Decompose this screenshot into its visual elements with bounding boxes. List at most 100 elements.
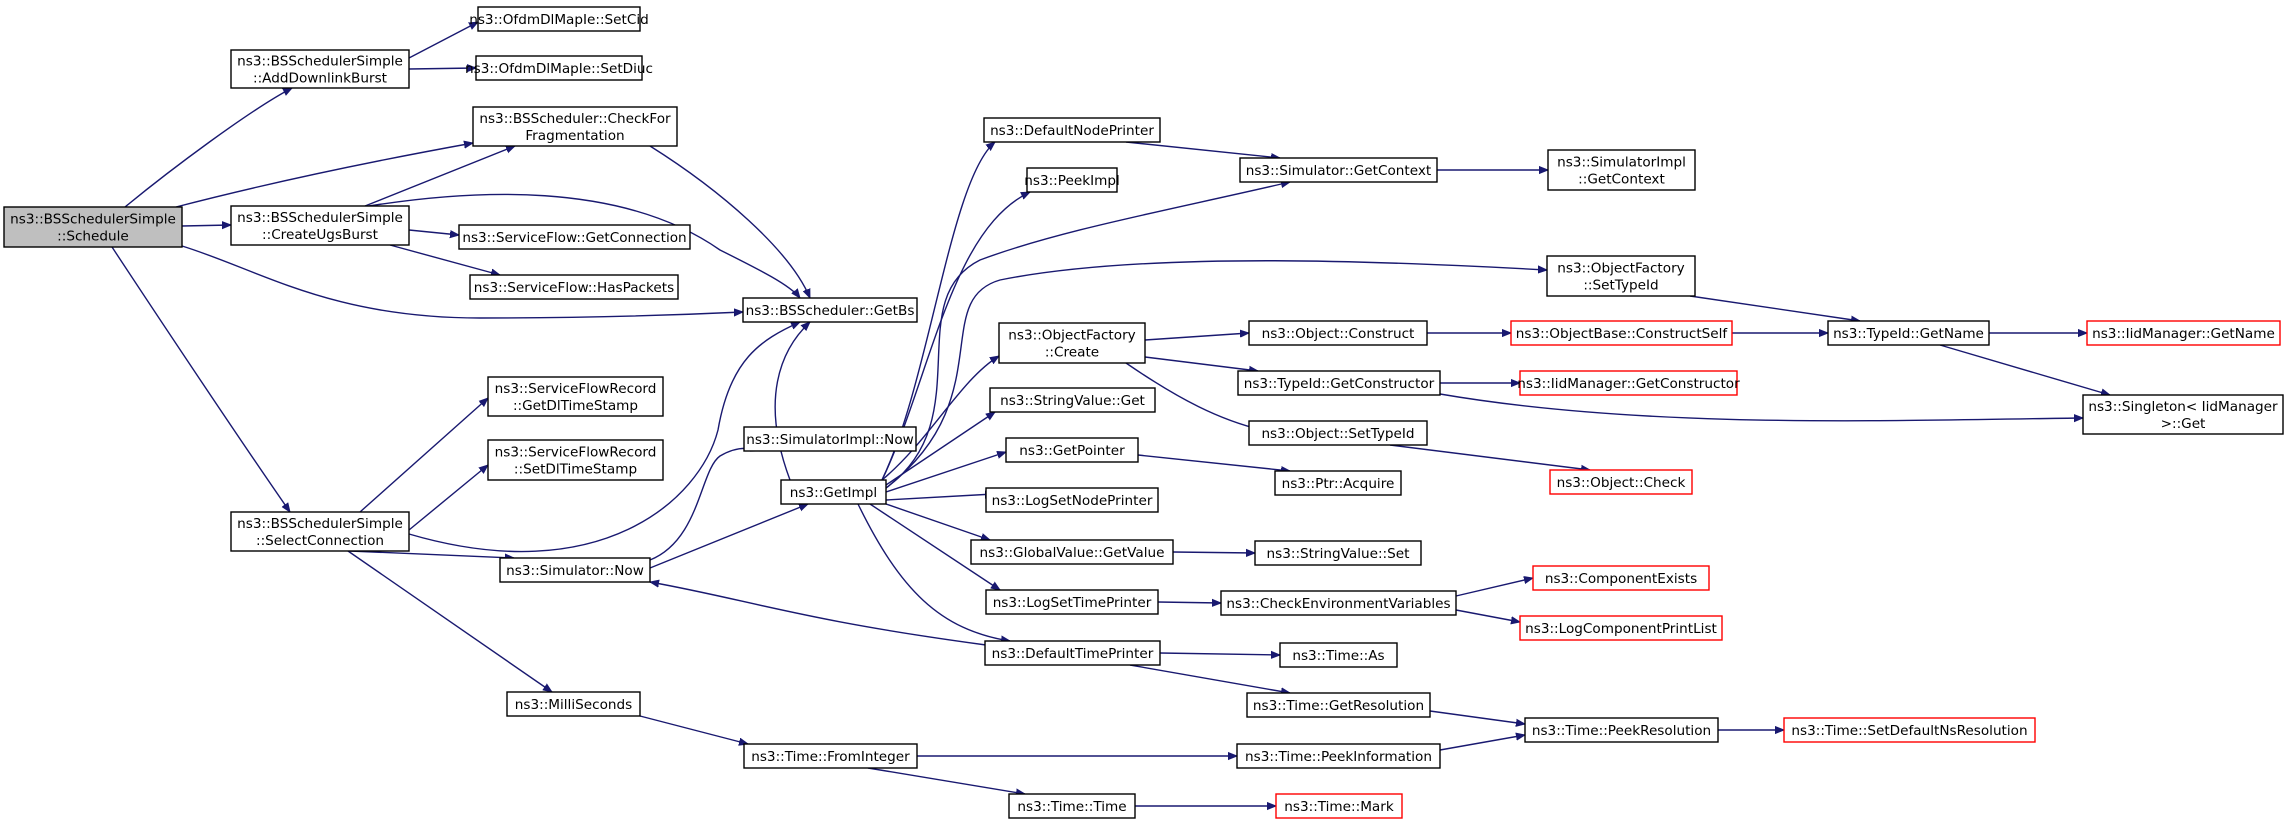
graph-node[interactable]: ns3::Time::Mark [1275, 793, 1403, 819]
node-box [499, 557, 651, 583]
edge-n29-n46 [1689, 295, 1860, 321]
graph-node[interactable]: ns3::Object::SetTypeId [1248, 420, 1428, 446]
node-label: ns3::Time::GetResolution [1253, 698, 1424, 714]
graph-node[interactable]: ns3::Ptr::Acquire [1274, 470, 1402, 496]
node-label: ns3::ServiceFlow::GetConnection [462, 230, 686, 246]
node-label: ::GetContext [1578, 172, 1665, 188]
graph-node[interactable]: ns3::ObjectFactory::Create [998, 322, 1146, 364]
edge-n1-n2 [408, 21, 478, 59]
graph-node[interactable]: ns3::SimulatorImpl::Now [743, 426, 917, 452]
graph-node[interactable]: ns3::Singleton< IidManager>::Get [2082, 394, 2284, 435]
edge-n6-n4 [364, 145, 515, 207]
graph-node[interactable]: ns3::Time::As [1279, 642, 1398, 668]
graph-node[interactable]: ns3::ServiceFlow::HasPackets [469, 274, 679, 300]
graph-node[interactable]: ns3::StringValue::Set [1254, 540, 1422, 566]
graph-node[interactable]: ns3::LogComponentPrintList [1519, 615, 1723, 641]
graph-nodes: ns3::BSSchedulerSimple::Schedulens3::BSS… [3, 6, 2284, 819]
graph-node[interactable]: ns3::ComponentExists [1532, 565, 1710, 591]
edge-n37-n45 [1429, 710, 1525, 724]
graph-node[interactable]: ns3::GetPointer [1005, 437, 1139, 463]
graph-node[interactable]: ns3::ObjectBase::ConstructSelf [1510, 320, 1733, 346]
graph-node[interactable]: ns3::Time::PeekInformation [1236, 743, 1441, 769]
graph-node[interactable]: ns3::GetImpl [780, 479, 887, 505]
edge-n13-n16 [639, 715, 748, 744]
graph-node[interactable]: ns3::Time::SetDefaultNsResolution [1783, 717, 2036, 743]
graph-node[interactable]: ns3::BSSchedulerSimple::Schedule [3, 206, 183, 248]
edge-n24-n35 [1157, 602, 1221, 603]
node-box [1547, 149, 1696, 191]
node-label: ::SetTypeId [1583, 278, 1658, 294]
graph-node[interactable]: ns3::OfdmDlMapIe::SetCid [469, 6, 649, 32]
graph-node[interactable]: ns3::Simulator::Now [499, 557, 651, 583]
edge-n35-n43 [1455, 578, 1533, 597]
graph-node[interactable]: ns3::PeekImpl [1024, 167, 1120, 193]
node-label: ::Schedule [57, 229, 129, 245]
edge-n15-n19 [881, 356, 999, 481]
edge-n32-n42 [1389, 444, 1590, 470]
node-label: ns3::BSSchedulerSimple [237, 210, 403, 226]
graph-node[interactable]: ns3::DefaultTimePrinter [984, 640, 1161, 666]
graph-node[interactable]: ns3::LogSetTimePrinter [985, 589, 1159, 615]
graph-node[interactable]: ns3::ServiceFlowRecord::SetDlTimeStamp [487, 439, 664, 481]
edge-n9-n13 [347, 550, 552, 692]
edge-n6-n5 [368, 193, 800, 298]
graph-node[interactable]: ns3::IidManager::GetName [2086, 320, 2281, 346]
edge-n38-n45 [1439, 735, 1525, 751]
graph-node[interactable]: ns3::Time::FromInteger [743, 743, 918, 769]
edge-n4-n5 [649, 145, 811, 298]
node-label: ns3::ServiceFlowRecord [495, 381, 657, 397]
node-box [985, 487, 1159, 513]
node-box [487, 439, 664, 481]
graph-node[interactable]: ns3::BSSchedulerSimple::AddDownlinkBurst [230, 49, 410, 89]
graph-node[interactable]: ns3::ObjectFactory::SetTypeId [1546, 255, 1696, 297]
node-box [1510, 320, 1733, 346]
graph-node[interactable]: ns3::TypeId::GetName [1827, 320, 1990, 346]
graph-node[interactable]: ns3::IidManager::GetConstructor [1517, 370, 1740, 396]
graph-node[interactable]: ns3::TypeId::GetConstructor [1237, 370, 1441, 396]
graph-node[interactable]: ns3::StringValue::Get [989, 387, 1156, 413]
node-label: ::AddDownlinkBurst [253, 71, 387, 87]
node-box [1248, 420, 1428, 446]
node-box [985, 589, 1159, 615]
edge-n16-n26 [867, 767, 1025, 794]
node-label: ns3::ObjectFactory [1557, 261, 1684, 277]
graph-node[interactable]: ns3::CheckEnvironmentVariables [1220, 590, 1457, 616]
node-box [1239, 157, 1438, 183]
graph-node[interactable]: ns3::DefaultNodePrinter [983, 117, 1161, 143]
graph-node[interactable]: ns3::Time::Time [1008, 793, 1136, 819]
graph-node[interactable]: ns3::BSSchedulerSimple::CreateUgsBurst [230, 205, 410, 246]
edge-n15-n29 [885, 260, 1547, 489]
node-box [1827, 320, 1990, 346]
node-label: ::Create [1045, 345, 1099, 361]
node-label: ns3::Time::PeekInformation [1245, 749, 1432, 765]
graph-node[interactable]: ns3::MilliSeconds [506, 691, 641, 717]
graph-node[interactable]: ns3::Object::Check [1549, 469, 1693, 495]
node-box [1220, 590, 1457, 616]
node-box [1519, 370, 1738, 396]
node-box [1026, 167, 1118, 193]
graph-node[interactable]: ns3::SimulatorImpl::GetContext [1547, 149, 1696, 191]
graph-node[interactable]: ns3::BSScheduler::GetBs [742, 297, 918, 323]
graph-node[interactable]: ns3::LogSetNodePrinter [985, 487, 1159, 513]
edge-n46-n47 [1939, 344, 2110, 395]
graph-node[interactable]: ns3::OfdmDlMapIe::SetDiuc [465, 55, 653, 81]
graph-node[interactable]: ns3::BSSchedulerSimple::SelectConnection [230, 511, 410, 552]
graph-node[interactable]: ns3::Object::Construct [1248, 320, 1428, 346]
node-label: ns3::DefaultTimePrinter [992, 646, 1154, 662]
node-label: ns3::SimulatorImpl::Now [746, 432, 914, 448]
graph-node[interactable]: ns3::Time::GetResolution [1246, 692, 1431, 718]
graph-node[interactable]: ns3::GlobalValue::GetValue [970, 539, 1174, 565]
graph-node[interactable]: ns3::Simulator::GetContext [1239, 157, 1438, 183]
node-box [1237, 370, 1441, 396]
graph-node[interactable]: ns3::ServiceFlowRecord::GetDlTimeStamp [487, 376, 664, 417]
graph-node[interactable]: ns3::Time::PeekResolution [1524, 717, 1719, 743]
node-box [469, 274, 679, 300]
edge-n31-n47 [1439, 393, 2083, 421]
graph-node[interactable]: ns3::ServiceFlow::GetConnection [458, 224, 691, 250]
edge-n19-n31 [1144, 356, 1258, 371]
node-label: ns3::Object::SetTypeId [1261, 426, 1414, 442]
node-label: ns3::BSSchedulerSimple [10, 212, 176, 228]
node-box [984, 640, 1161, 666]
